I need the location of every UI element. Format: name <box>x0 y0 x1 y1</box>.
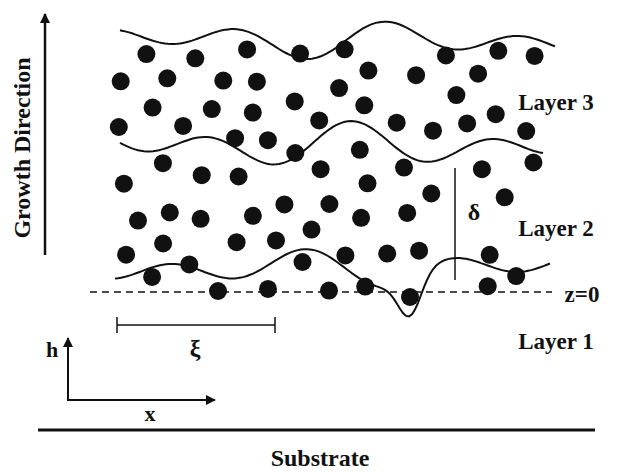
particle <box>228 233 246 251</box>
particle <box>259 280 277 298</box>
substrate-line <box>38 429 595 432</box>
particle <box>230 168 248 186</box>
particle <box>489 42 507 60</box>
particle <box>259 131 277 149</box>
particle <box>112 72 130 90</box>
particle <box>526 47 544 65</box>
particle <box>320 282 338 300</box>
particle <box>458 114 476 132</box>
particle <box>143 268 161 286</box>
particle <box>407 66 425 84</box>
particle <box>351 141 369 159</box>
particle <box>110 118 128 136</box>
particle <box>422 185 440 203</box>
xi-tick <box>274 317 276 333</box>
layer-label: Layer 2 <box>518 217 594 240</box>
particle <box>469 65 487 83</box>
particle <box>355 96 373 114</box>
particle <box>248 73 266 91</box>
particle <box>137 45 155 63</box>
x-axis <box>67 399 215 401</box>
particle <box>479 277 497 295</box>
particle <box>161 204 179 222</box>
particle <box>158 69 176 87</box>
particle <box>336 40 354 58</box>
particle <box>312 160 330 178</box>
particle <box>388 114 406 132</box>
particle <box>320 195 338 213</box>
particle <box>356 278 374 296</box>
particle <box>447 86 465 104</box>
particle <box>244 104 262 122</box>
particle <box>203 100 221 118</box>
particle <box>352 209 370 227</box>
particle <box>154 154 172 172</box>
particle <box>209 282 227 300</box>
particle <box>192 210 210 228</box>
particle <box>359 62 377 80</box>
particle <box>267 231 285 249</box>
particle <box>496 188 514 206</box>
particle <box>115 175 133 193</box>
particle <box>395 159 413 177</box>
delta-line <box>454 168 456 280</box>
particle <box>129 212 147 230</box>
level-label: z=0 <box>565 283 600 306</box>
particle <box>154 235 172 253</box>
particle <box>117 246 135 264</box>
particle <box>401 288 419 306</box>
axis-title: Growth Direction <box>10 57 34 238</box>
particle <box>359 174 377 192</box>
particle <box>507 267 525 285</box>
particle <box>517 122 535 140</box>
particle <box>214 72 232 90</box>
particle <box>424 122 442 140</box>
growth-arrow <box>44 14 47 255</box>
particle <box>286 92 304 110</box>
correlation-symbol: ξ <box>190 336 201 360</box>
particle <box>174 117 192 135</box>
particle <box>410 242 428 260</box>
particle <box>180 255 198 273</box>
axis-label: h <box>46 339 58 361</box>
particle <box>487 105 505 123</box>
particle <box>193 166 211 184</box>
particle <box>294 253 312 271</box>
particle <box>398 204 416 222</box>
xi-bracket <box>117 324 275 326</box>
layer-label: Layer 3 <box>518 91 594 114</box>
particle <box>226 129 244 147</box>
roughness-symbol: δ <box>468 200 480 224</box>
axis-label: x <box>145 403 156 425</box>
particle <box>378 245 396 263</box>
particle <box>244 207 262 225</box>
layer-label: Layer 1 <box>518 330 594 353</box>
particle <box>481 246 499 264</box>
particle <box>524 154 542 172</box>
particle <box>336 246 354 264</box>
substrate-label: Substrate <box>271 446 370 470</box>
particle <box>310 111 328 129</box>
particle <box>437 47 455 65</box>
particle <box>291 45 309 63</box>
particle <box>186 49 204 67</box>
particle <box>238 40 256 58</box>
particle <box>275 195 293 213</box>
h-axis <box>67 338 69 400</box>
particle <box>473 160 491 178</box>
particle <box>286 144 304 162</box>
particle <box>144 99 162 117</box>
xi-tick <box>116 317 118 333</box>
interface-curve <box>120 22 555 59</box>
particle <box>303 221 321 239</box>
particle <box>330 79 348 97</box>
